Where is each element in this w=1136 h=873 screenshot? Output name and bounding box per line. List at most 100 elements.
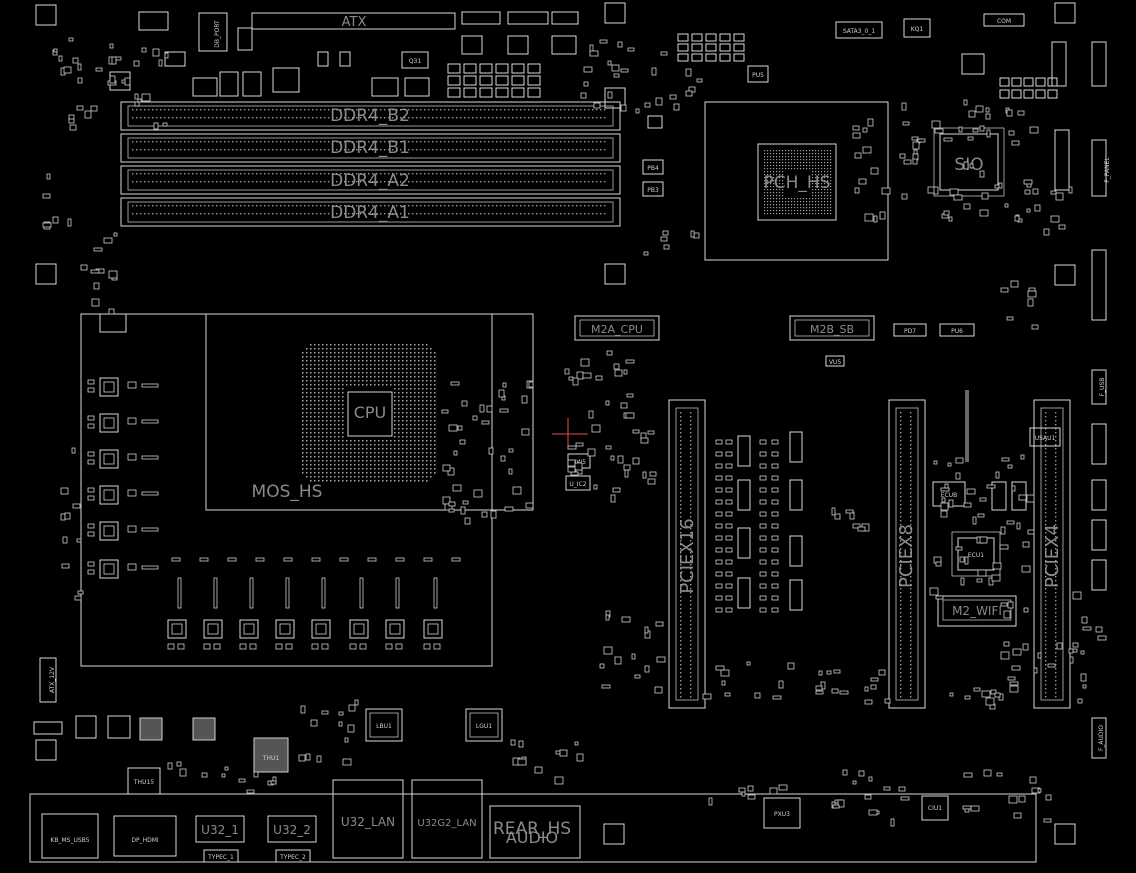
- pu5-label: PU5: [752, 72, 764, 79]
- pb3: PB3: [642, 181, 664, 197]
- m2-wifi-label: M2_WIFI: [952, 604, 1002, 618]
- sio-label: SIO: [954, 155, 983, 175]
- sata3-connector: SATA3_0_1: [835, 21, 883, 39]
- com-label: COM: [997, 18, 1011, 25]
- atx-connector: ATX: [251, 12, 456, 30]
- typec-2-port: TYPEC_2: [275, 849, 311, 863]
- pciex8-slot: PCIEX8: [888, 399, 926, 709]
- db-port-label: DB_PORT: [214, 20, 221, 48]
- q31-label: Q31: [409, 58, 422, 65]
- u-ic2: U_IC2: [565, 475, 591, 491]
- pciex4-label: PCIEX4: [1042, 524, 1063, 588]
- thu15-label: THU15: [133, 779, 154, 786]
- pu6: PU6: [939, 323, 975, 337]
- ecub-label: ECUB: [941, 492, 958, 499]
- cpu-pin-grid: [302, 344, 436, 482]
- ddr4-b2-label: DDR4_B2: [330, 106, 410, 126]
- crosshair-marker: [552, 418, 588, 448]
- pciex16-slot: PCIEX16: [668, 399, 706, 709]
- ciu1: CIU1: [921, 795, 949, 821]
- dp-hdmi-label: DP_HDMI: [131, 837, 159, 844]
- f-panel-label: F_PANEL: [1104, 157, 1111, 183]
- kb-ms-usb-port: KB_MS_USB5: [41, 813, 99, 859]
- audio-label: AUDIO: [506, 828, 558, 847]
- f-panel-header: F_PANEL: [1091, 139, 1111, 197]
- usau1: USAU1: [1029, 427, 1061, 447]
- f-audio-label: F_AUDIO: [1098, 725, 1105, 751]
- vrm-phases-left: [87, 377, 159, 579]
- component-cluster: [715, 431, 803, 613]
- u32-2-label: U32_2: [273, 823, 311, 837]
- cpu-socket: CPU MOS_HS: [205, 313, 534, 511]
- f-usb-header: F_USB: [1091, 369, 1107, 405]
- u-ic2-label: U_IC2: [569, 481, 586, 488]
- cpu-label: CPU: [354, 403, 387, 422]
- ddr4-b1-label: DDR4_B1: [330, 138, 410, 158]
- pu5: PU5: [747, 65, 769, 83]
- kq1-label: KQ1: [911, 26, 924, 33]
- thu1: THU1: [253, 737, 289, 773]
- kb-ms-usb-label: KB_MS_USB5: [50, 837, 89, 844]
- ddr4-slot-a1: DDR4_A1: [120, 197, 621, 227]
- u32-lan-port: U32_LAN: [332, 779, 404, 859]
- pxu3-label: PXU3: [774, 811, 790, 818]
- q31: Q31: [401, 51, 429, 69]
- ecu1-label: ECU1: [968, 552, 984, 559]
- thu1-label: THU1: [262, 755, 280, 762]
- ddr4-a1-label: DDR4_A1: [330, 203, 410, 223]
- com-header: COM: [983, 13, 1025, 27]
- pciex4-slot: PCIEX4: [1033, 399, 1071, 709]
- u32g2-lan-port: U32G2_LAN: [411, 779, 483, 859]
- usau1-label: USAU1: [1035, 435, 1056, 442]
- pd7-label: PD7: [904, 328, 916, 335]
- mos-hs-label: MOS_HS: [252, 482, 323, 502]
- pd7: PD7: [893, 323, 927, 337]
- lbu1-label: LBU1: [376, 723, 392, 730]
- u32-1-label: U32_1: [201, 823, 239, 837]
- m2b-sb-label: M2B_SB: [810, 323, 854, 336]
- pch-heatsink: PCH_HS: [704, 101, 889, 261]
- typec-1-port: TYPEC_1: [203, 849, 239, 863]
- pb4: PB4: [642, 159, 664, 175]
- pciex16-label: PCIEX16: [677, 518, 698, 593]
- pb3-label: PB3: [647, 187, 659, 194]
- typec-1-label: TYPEC_1: [207, 854, 234, 861]
- uw5-label: UW5: [572, 459, 586, 466]
- m2b-sb-slot: M2B_SB: [789, 315, 875, 341]
- atx-12v-label: ATX_12V: [49, 666, 56, 693]
- ddr4-slot-b1: DDR4_B1: [120, 133, 621, 163]
- pcie-pin-rows: [680, 412, 1057, 698]
- vu5: VU5: [825, 355, 845, 367]
- small-components: [42, 37, 1107, 827]
- vu5-label: VU5: [829, 359, 841, 366]
- audio-port: REAR_HS AUDIO: [489, 805, 581, 859]
- ecu1: ECU1: [951, 531, 1001, 577]
- ddr4-a2-label: DDR4_A2: [330, 171, 410, 191]
- f-usb-label: F_USB: [1099, 378, 1106, 397]
- ddr4-slot-a2: DDR4_A2: [120, 165, 621, 195]
- pxu3: PXU3: [763, 797, 801, 829]
- mounting-holes: [604, 87, 626, 285]
- sio-chip: SIO: [933, 127, 1005, 197]
- pb4-label: PB4: [647, 165, 659, 172]
- pch-hs-label: PCH_HS: [764, 173, 831, 193]
- vrm-phases-bottom: [167, 557, 461, 650]
- dp-hdmi-port: DP_HDMI: [113, 815, 177, 857]
- u32-2-port: U32_2: [267, 815, 317, 843]
- component-grid: [447, 33, 1058, 99]
- pciex8-label: PCIEX8: [896, 524, 917, 588]
- f-audio-header: F_AUDIO: [1091, 717, 1107, 759]
- ddr4-slot-b2: DDR4_B2: [120, 101, 621, 131]
- dimm-pin-rows: [132, 109, 606, 215]
- kq1: KQ1: [903, 18, 931, 38]
- u32g2-lan-label: U32G2_LAN: [417, 818, 476, 829]
- u32-lan-label: U32_LAN: [341, 815, 395, 829]
- db-port: DB_PORT: [198, 12, 228, 52]
- u32-1-port: U32_1: [195, 815, 245, 843]
- atx-label: ATX: [342, 15, 367, 30]
- rear-hs-label: REAR_HS: [493, 819, 571, 839]
- thu15: THU15: [127, 767, 161, 795]
- typec-2-label: TYPEC_2: [279, 854, 306, 861]
- m2a-cpu-slot: M2A_CPU: [574, 315, 660, 341]
- lgu1: LGU1: [465, 708, 503, 742]
